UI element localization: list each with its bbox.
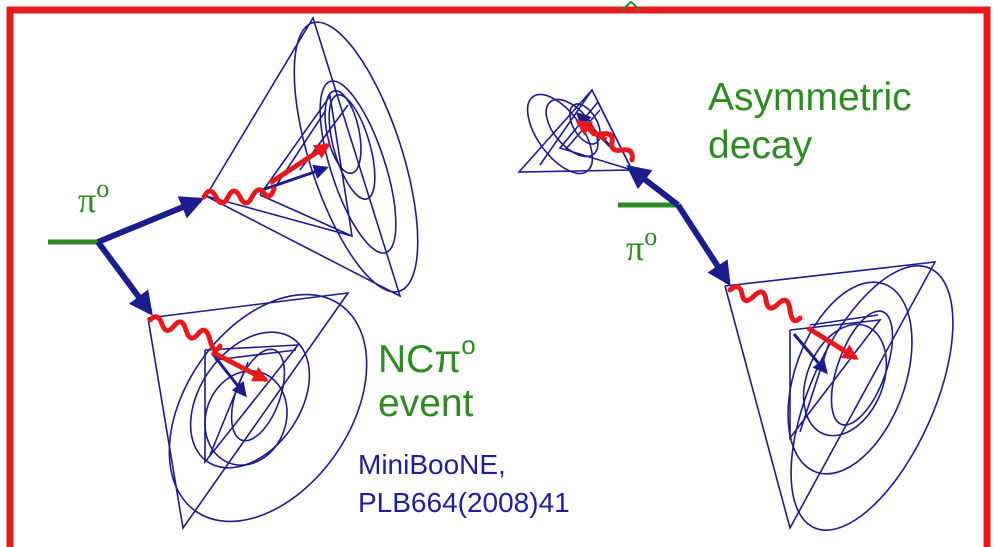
track-arrow-lower-right	[792, 333, 828, 375]
pi-superscript: o	[644, 222, 658, 251]
frame-top-notch	[621, 0, 641, 11]
gamma-momentum-arrow-right-up	[626, 165, 680, 208]
cherenkov-cone-lower-right	[724, 261, 954, 531]
electron-arrow-lower-right	[806, 325, 859, 361]
nc-pi-text: NCπ	[378, 338, 462, 381]
electron-arrow-upper-right	[575, 119, 608, 143]
pi-superscript: o	[96, 174, 110, 203]
pi-symbol: π	[626, 228, 645, 268]
photon-wave-upper-left	[201, 186, 277, 206]
asymmetric-decay-label-line2: decay	[708, 124, 813, 167]
slide-frame	[6, 6, 991, 547]
electron-arrow-lower-left	[210, 349, 269, 383]
track-arrow-lower-left	[210, 352, 247, 398]
reference-line2: PLB664(2008)41	[358, 487, 570, 518]
photon-wave-lower-right	[727, 284, 803, 324]
gamma-momentum-arrow-left-down	[95, 240, 153, 316]
event-label: event	[378, 382, 474, 425]
nc-pi-zero-label: NCπo	[378, 332, 476, 381]
photon-wave-lower-left	[147, 314, 223, 353]
track-arrow-upper-left	[261, 164, 329, 192]
cherenkov-cone-upper-right	[517, 88, 633, 175]
gamma-momentum-arrow-left-up	[96, 196, 205, 245]
pi-zero-label-left: πo	[78, 176, 109, 220]
electron-arrow-upper-left	[268, 142, 331, 186]
gamma-momentum-arrow-right-down	[675, 203, 731, 287]
nc-pi-superscript: o	[461, 330, 476, 360]
asymmetric-decay-label-line1: Asymmetric	[708, 76, 912, 119]
pi-symbol: π	[78, 180, 97, 220]
pi-zero-label-right: πo	[626, 224, 657, 268]
cherenkov-cone-upper-left	[205, 16, 419, 298]
reference-line1: MiniBooNE,	[358, 449, 506, 480]
